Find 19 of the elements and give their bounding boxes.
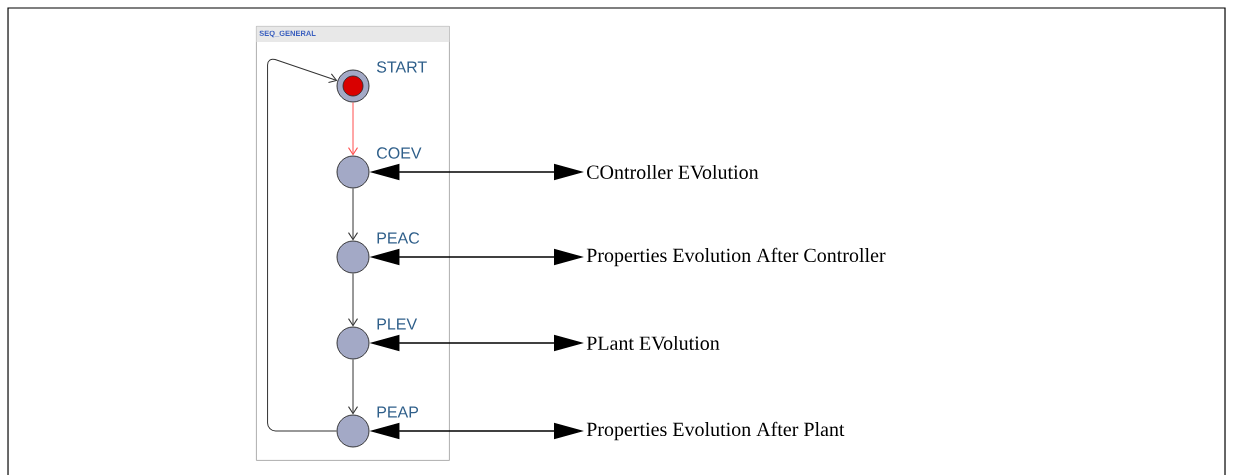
arrow — [348, 358, 358, 415]
state-label: PEAC — [377, 232, 420, 244]
arrow — [348, 101, 358, 156]
start-state — [336, 69, 370, 103]
state-label: START — [376, 61, 427, 73]
arrow — [348, 187, 358, 241]
state-circle — [336, 414, 370, 448]
description-text: COntroller EVolution — [587, 164, 759, 180]
state-label: PLEV — [377, 318, 418, 330]
state-label: COEV — [377, 147, 422, 159]
arrow — [348, 272, 358, 327]
state-label: PEAP — [377, 406, 419, 418]
state-circle — [336, 155, 370, 189]
description-text: PLant EVolution — [586, 335, 720, 351]
description-text: Properties Evolution After Controller — [586, 247, 886, 267]
description-text: Properties Evolution After Plant — [586, 421, 845, 441]
state-circle — [336, 240, 370, 274]
arrow — [267, 58, 338, 432]
state-circle — [336, 326, 370, 360]
